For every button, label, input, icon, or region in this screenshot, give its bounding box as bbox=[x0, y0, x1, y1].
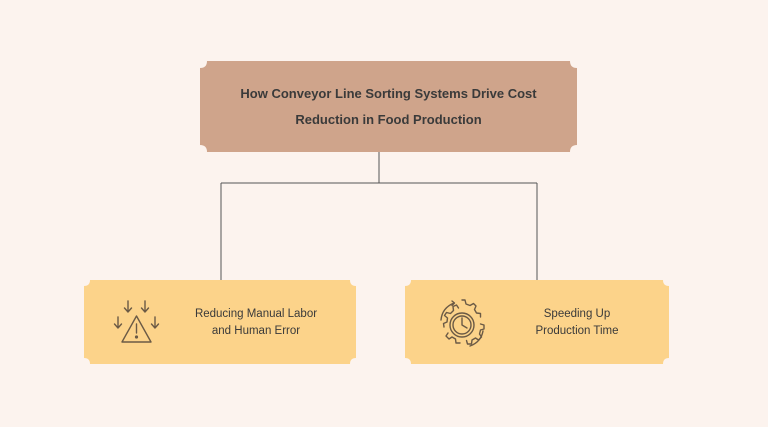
child-label-line2: Production Time bbox=[535, 325, 619, 337]
child-label-line1: Reducing Manual Labor bbox=[194, 308, 318, 320]
gears-clock-icon bbox=[440, 299, 485, 347]
root-node-frame bbox=[200, 61, 577, 152]
child-node-manual-labor: Reducing Manual Labor and Human Error bbox=[84, 280, 356, 364]
root-title-line1: How Conveyor Line Sorting Systems Drive … bbox=[240, 85, 537, 101]
child-node-production-time: Speeding Up Production Time bbox=[405, 280, 669, 364]
child-node-label: Speeding Up Production Time bbox=[497, 306, 657, 340]
child-node-frame bbox=[84, 280, 356, 364]
child-label-line2: and Human Error bbox=[211, 325, 301, 337]
child-label-line1: Speeding Up bbox=[543, 308, 611, 320]
root-node-title: How Conveyor Line Sorting Systems Drive … bbox=[200, 61, 577, 152]
root-title-line2: Reduction in Food Production bbox=[295, 111, 482, 127]
warning-arrows-icon bbox=[113, 300, 160, 343]
child-node-label: Reducing Manual Labor and Human Error bbox=[176, 306, 336, 340]
root-node: How Conveyor Line Sorting Systems Drive … bbox=[200, 61, 577, 152]
